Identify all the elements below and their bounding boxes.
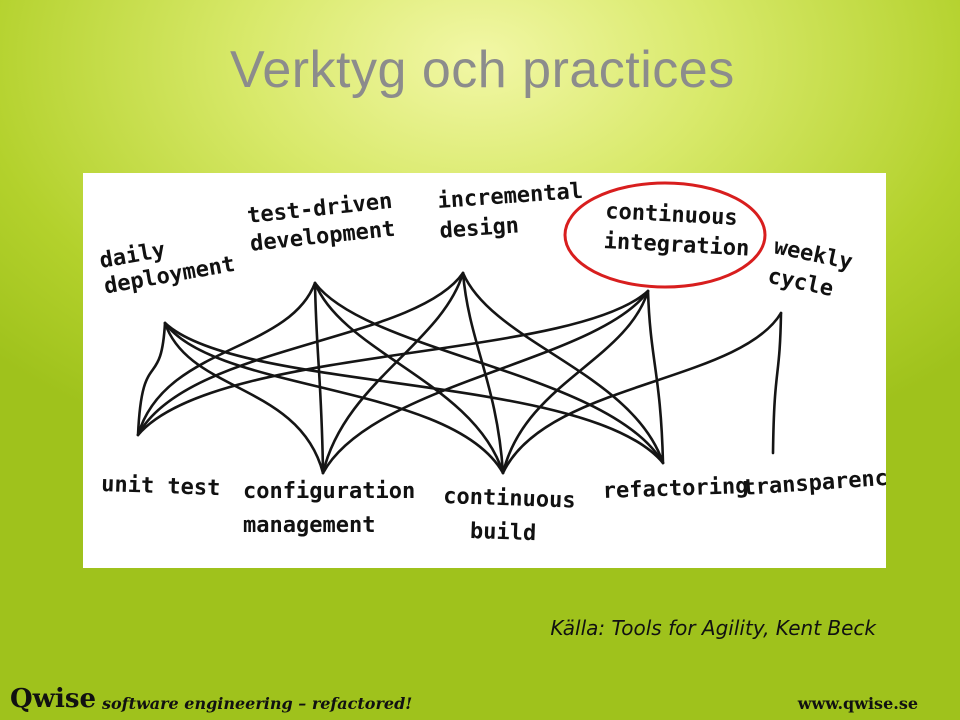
node-label-unit-test: unit test bbox=[101, 472, 221, 501]
link-weekly-cycle-to-continuous-build bbox=[501, 311, 783, 475]
link-daily-deployment-to-unit-test bbox=[136, 321, 167, 437]
link-incremental-design-to-configuration-management bbox=[321, 271, 465, 475]
link-incremental-design-to-continuous-build bbox=[461, 271, 505, 475]
node-label-refactoring: refactoring bbox=[602, 474, 748, 504]
link-test-driven-development-to-configuration-management bbox=[313, 281, 325, 475]
website-url: www.qwise.se bbox=[797, 694, 918, 713]
link-test-driven-development-to-continuous-build bbox=[313, 281, 505, 475]
brand-logo: Qwise bbox=[10, 684, 97, 714]
link-weekly-cycle-to-transparency bbox=[771, 311, 783, 455]
link-lines bbox=[136, 271, 783, 475]
node-label-continuous-integration-line-1: continuous bbox=[605, 199, 739, 231]
node-label-transparency-line-1: transparency bbox=[742, 465, 886, 501]
node-label-unit-test-line-1: unit test bbox=[101, 472, 221, 501]
footer-bar: Qwise software engineering – refactored!… bbox=[0, 682, 960, 720]
node-label-refactoring-line-1: refactoring bbox=[602, 474, 748, 504]
link-daily-deployment-to-refactoring bbox=[163, 321, 665, 465]
node-label-incremental-design-line-1: incremental bbox=[437, 179, 584, 214]
node-label-continuous-build: continuous build bbox=[443, 484, 576, 546]
link-continuous-integration-to-continuous-build bbox=[501, 289, 650, 475]
link-daily-deployment-to-continuous-build bbox=[163, 321, 505, 475]
tagline: software engineering – refactored! bbox=[102, 694, 413, 713]
link-continuous-integration-to-unit-test bbox=[136, 289, 650, 437]
link-incremental-design-to-refactoring bbox=[461, 271, 665, 465]
link-continuous-integration-to-configuration-management bbox=[321, 289, 650, 475]
slide-title: Verktyg och practices bbox=[230, 41, 735, 99]
link-incremental-design-to-unit-test bbox=[136, 271, 465, 437]
link-daily-deployment-to-configuration-management bbox=[163, 321, 325, 475]
node-label-incremental-design-line-2: design bbox=[439, 213, 520, 243]
node-label-configuration-management-line-1: configuration bbox=[243, 479, 415, 504]
node-label-continuous-integration-line-2: integration bbox=[603, 229, 750, 262]
node-label-transparency: transparency bbox=[742, 465, 886, 501]
node-label-configuration-management: configuration management bbox=[243, 479, 415, 538]
link-test-driven-development-to-unit-test bbox=[136, 281, 317, 437]
highlight-circle bbox=[563, 181, 767, 289]
node-label-configuration-management-line-2: management bbox=[243, 513, 375, 538]
link-continuous-integration-to-refactoring bbox=[646, 289, 665, 465]
node-label-continuous-build-line-1: continuous bbox=[443, 484, 576, 514]
link-test-driven-development-to-refactoring bbox=[313, 281, 665, 465]
source-citation: Källa: Tools for Agility, Kent Beck bbox=[550, 616, 876, 640]
node-label-continuous-build-line-2: build bbox=[470, 519, 537, 546]
